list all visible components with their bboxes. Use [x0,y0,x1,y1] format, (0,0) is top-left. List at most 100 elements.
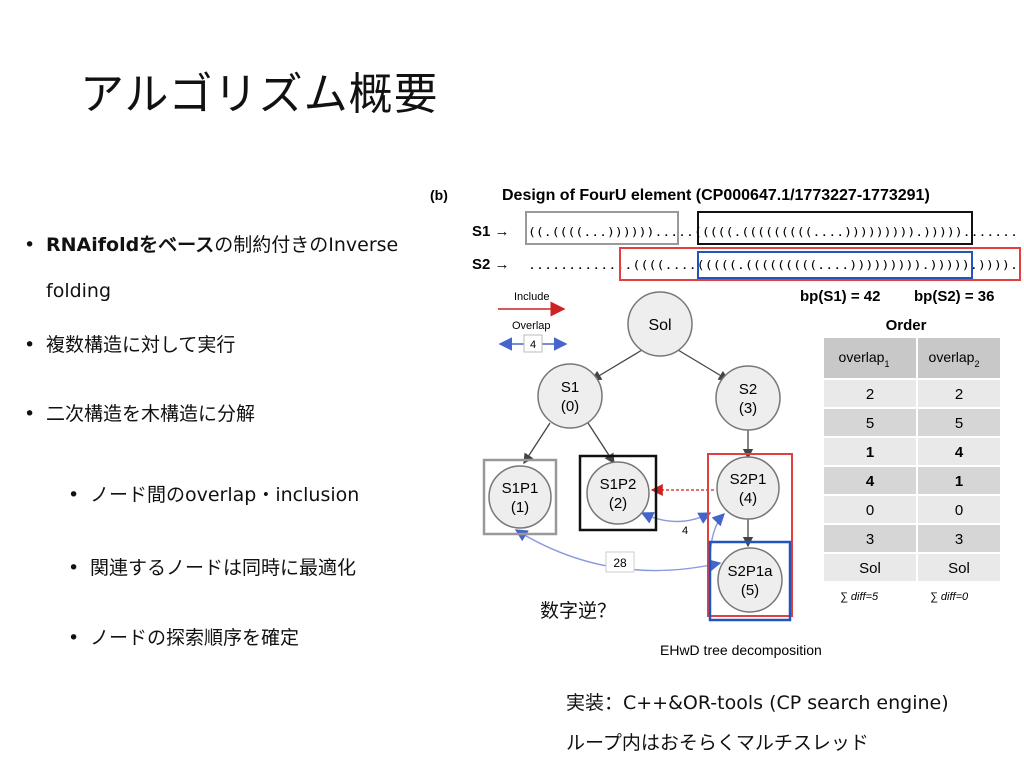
slide-title: アルゴリズム概要 [80,69,439,120]
s2-structure: .............((((....(((((.(((((((((....… [528,259,1018,272]
order-cell-bg [918,380,1000,407]
order-cell: 2 [866,386,874,403]
figure-caption: EHwD tree decomposition [660,642,822,658]
node-s2: S2 (3) [715,365,781,431]
svg-text:S2P1: S2P1 [730,471,767,488]
svg-text:(5): (5) [741,582,759,599]
sub-bullet-order: • ノードの探索順序を確定 [68,621,300,655]
svg-text:S1: S1 [561,379,579,396]
order-header-cell [918,338,1000,378]
node-s1p1: S1P1 (1) [488,465,552,529]
node-s1p2: S1P2 (2) [586,461,650,525]
overlap-curve-s1p2-s2p1 [640,512,712,524]
svg-text:S2P1a: S2P1a [727,563,773,580]
bullet-text: 二次構造を木構造に分解 [46,403,256,425]
order-cell-bg [918,467,1000,494]
bullet-multiple-structures: • 複数構造に対して実行 [24,328,236,362]
order-footer-2: ∑ diff=0 [930,591,969,603]
question-note: 数字逆？ [540,600,617,622]
bp-s1: bp(S1) = 42 [800,288,880,305]
legend-overlap-label: Overlap [512,320,551,332]
bullet-dot: • [68,484,80,506]
sub-bullet-overlap: • ノード間のoverlap・inclusion [68,478,360,512]
edge-s1-s1p1 [523,422,551,465]
order-cell-bg [824,467,916,494]
s1-helix-gray-box [525,211,679,245]
svg-text:(2): (2) [609,495,627,512]
svg-text:S1P2: S1P2 [600,476,637,493]
s2-helix-red-box [619,247,1021,281]
order-cell: 3 [866,531,874,548]
order-footer-1: ∑ diff=5 [840,591,879,603]
svg-text:S2: S2 [739,381,757,398]
sub-bullet-text: ノード間のoverlap・inclusion [90,484,360,506]
order-header-2: overlap2 [929,349,980,369]
order-cell-bg [824,409,916,436]
legend-include-label: Include [514,291,549,303]
node-s1: S1 (0) [537,363,603,429]
fouru-design-figure: (b) Design of FourU element (CP000647.1/… [430,187,1021,658]
svg-text:S1P1: S1P1 [502,480,539,497]
s1-label: S1 → [472,223,510,240]
order-cell: Sol [859,560,881,577]
bullet-dot: • [68,557,80,579]
bullet-dot: • [24,403,36,425]
overlap-label-28: 28 [613,556,627,570]
bullet-rest-text: の制約付きのInverse folding [46,234,399,302]
order-table-title: Order [886,317,927,334]
order-cell-bg [824,525,916,552]
order-cell-bg [918,409,1000,436]
order-header-1: overlap1 [839,349,890,369]
multithread-line: ループ内はおそらくマルチスレッド [566,732,869,754]
edge-sol-s1 [590,349,643,381]
figure-heading: Design of FourU element (CP000647.1/1773… [502,187,930,204]
order-cell: 1 [955,473,963,490]
node-s2p1: S2P1 (4) [716,456,780,520]
order-cell-bg [918,496,1000,523]
bullet-text: 複数構造に対して実行 [46,334,236,356]
sub-bullet-optimize: • 関連するノードは同時に最適化 [68,551,357,585]
node-s2p1a: S2P1a (5) [717,547,783,613]
svg-text:(0): (0) [561,398,579,415]
implementation-line: 実装：C++&OR-tools (CP search engine) [566,692,949,714]
legend-overlap-value-box [523,334,543,353]
order-cell: Sol [948,560,970,577]
s1p1-gray-box [482,458,558,536]
bullet-dot: • [24,334,36,356]
s2p1-red-box [707,453,793,617]
svg-text:(4): (4) [739,490,757,507]
bullet-rnaifold: • RNAifoldをベースの制約付きのInverse folding [24,222,466,314]
svg-text:Sol: Sol [648,317,671,334]
order-cell: 5 [955,415,963,432]
edge-sol-s2 [677,349,730,381]
order-header-cell [824,338,916,378]
order-cell-bg [824,438,916,465]
s1-helix-black-box [697,211,973,245]
overlap-curve-s2p1a-s2p1 [709,513,725,564]
panel-label: (b) [430,187,448,203]
svg-text:(3): (3) [739,400,757,417]
legend-overlap-value: 4 [530,339,536,351]
bp-s2: bp(S2) = 36 [914,288,994,305]
svg-text:(1): (1) [511,499,529,516]
overlap-label-4: 4 [682,525,688,537]
order-cell-bg [918,525,1000,552]
order-cell: 0 [955,502,963,519]
order-cell-bg [824,554,916,581]
order-cell: 4 [955,444,964,461]
bullet-dot: • [24,234,36,256]
s2-helix-blue-box [697,251,973,279]
order-cell: 2 [955,386,963,403]
s2p1a-blue-box [708,540,792,622]
order-cell-bg [918,554,1000,581]
sub-bullet-text: 関連するノードは同時に最適化 [90,557,357,579]
overlap-label-28-box [605,551,635,573]
s1p2-black-box [578,454,658,532]
order-cell: 4 [866,473,875,490]
bullet-dot: • [68,627,80,649]
order-cell: 3 [955,531,963,548]
order-cell: 0 [866,502,874,519]
sub-bullet-text: ノードの探索順序を確定 [90,627,300,649]
bullet-bold-text: RNAifoldをベース [46,234,215,256]
